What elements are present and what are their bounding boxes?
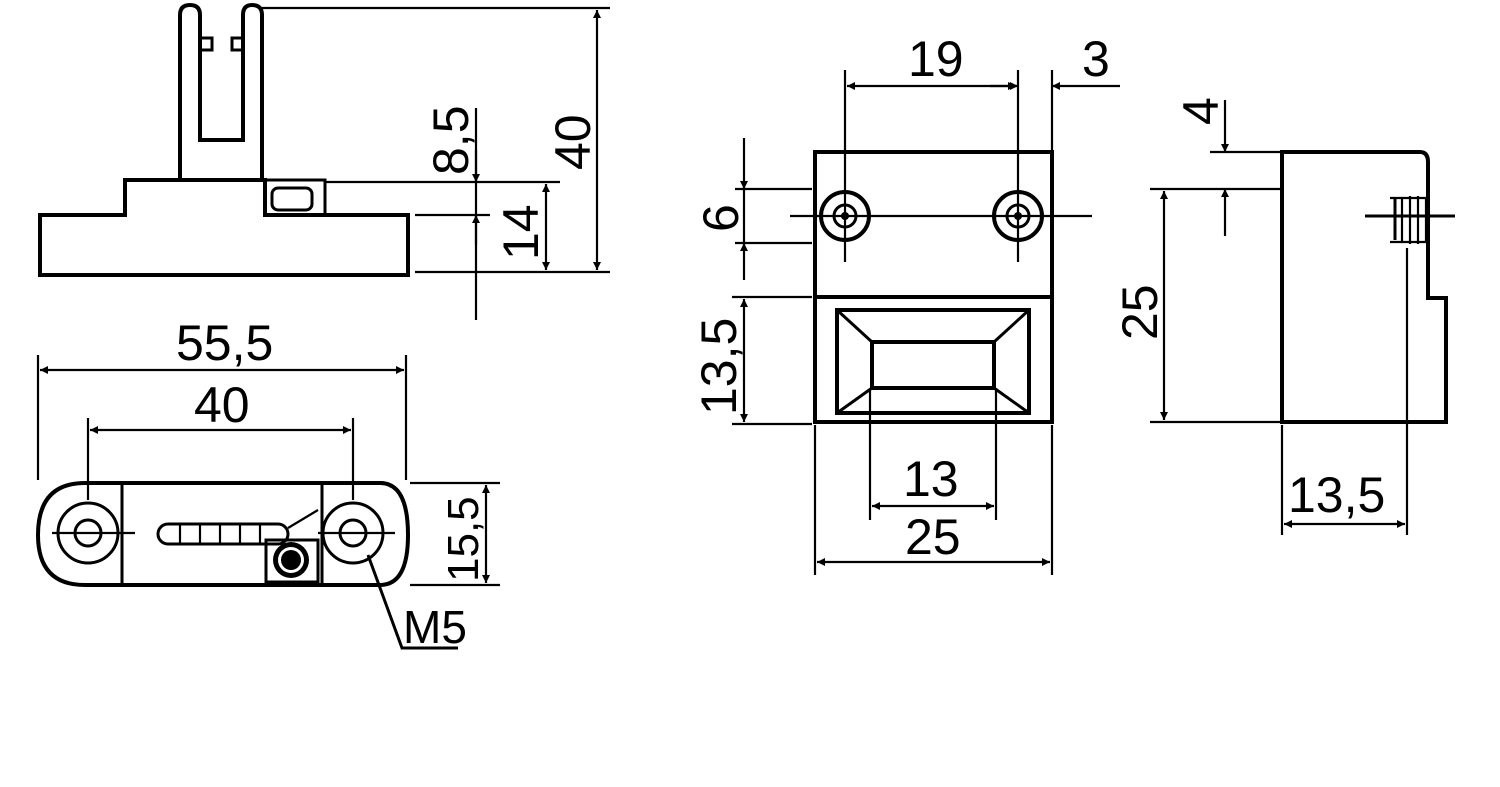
actuator-top-view: M5 55,5 40 15,5 [35,315,500,653]
dim-side-top-offset: 4 [1173,97,1229,125]
switch-front-view: 19 3 6 13,5 13 25 [691,31,1120,575]
dim-base-height: 14 [493,204,549,260]
dim-stem-height: 8,5 [423,105,479,175]
dim-mid-hole-spacing: 19 [908,31,964,87]
dim-base-width: 15,5 [439,496,488,582]
dim-mid-lower-height: 13,5 [691,318,747,415]
dim-overall-length: 55,5 [176,315,273,371]
dim-mid-edge-offset: 3 [1082,31,1110,87]
dim-side-depth: 13,5 [1288,467,1385,523]
dim-side-height: 25 [1112,284,1168,340]
switch-side-view: 4 25 13,5 [1112,97,1455,535]
thread-label: M5 [403,601,467,653]
dim-total-height: 40 [545,114,601,170]
actuator-side-view: 8,5 14 40 [38,2,610,320]
dim-mid-hole-offset: 6 [693,204,749,232]
dim-hole-spacing: 40 [194,377,250,433]
dim-mid-total-width: 25 [905,509,961,565]
dim-mid-slot-width: 13 [903,451,959,507]
